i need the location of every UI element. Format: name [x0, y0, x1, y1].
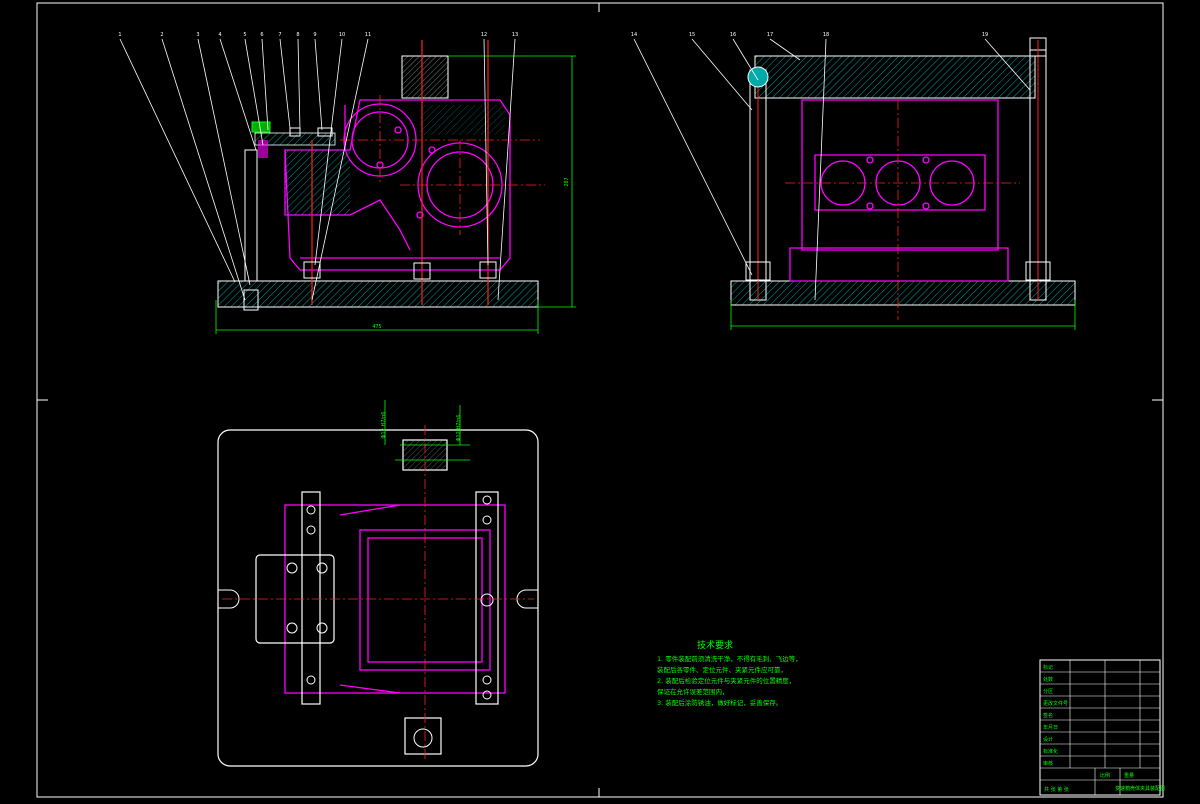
side-balloon-19: 19: [982, 32, 988, 38]
plan-dimensions: [384, 400, 470, 461]
front-balloon-1: 1: [118, 32, 121, 38]
front-leader-1: [119, 38, 236, 283]
side-balloon-16: 16: [730, 32, 736, 38]
front-leader-6: [261, 38, 269, 131]
right-u-slot: [516, 589, 538, 609]
front-width-dim: 475: [372, 324, 381, 330]
title-block-row-0: 标记: [1043, 664, 1053, 671]
plan-base-plate: [217, 429, 539, 767]
side-balloon-labels: 14 15 16 17 18 19: [631, 32, 988, 38]
side-balloon-18: 18: [823, 32, 829, 38]
front-height-dim: 287: [564, 177, 570, 186]
plan-bolts: [286, 495, 494, 748]
plan-fit-label-1: Φ12 H7/n6: [381, 412, 387, 439]
left-support: [244, 149, 258, 282]
front-balloon-4: 4: [218, 32, 221, 38]
front-leader-12: [483, 38, 489, 266]
plan-center-lines: [222, 425, 534, 760]
drawing-title: 变速箱壳体夹具装配图: [1115, 785, 1165, 792]
front-balloon-6: 6: [260, 32, 263, 38]
front-balloon-12: 12: [481, 32, 487, 38]
side-view: 14 15 16 17 18 19: [631, 32, 1076, 330]
side-dimensions: [730, 300, 1076, 330]
front-balloon-7: 7: [278, 32, 281, 38]
title-block-row-3: 更改文件号: [1043, 700, 1068, 707]
tech-req-line-2: 装配后各零件、定位元件、夹紧元件应可靠，: [657, 665, 787, 674]
side-leader-lines: [633, 38, 1031, 301]
plan-view: Φ12 H7/n6 Φ12 H7/n6: [217, 400, 539, 767]
tech-req-line-4: 保证在允许误差范围内，: [657, 687, 729, 696]
front-leader-9: [314, 38, 323, 131]
front-balloon-13: 13: [512, 32, 518, 38]
title-block-row-5: 年月日: [1043, 724, 1058, 731]
side-balloon-14: 14: [631, 32, 637, 38]
front-leader-2: [161, 38, 246, 301]
front-balloon-8: 8: [296, 32, 299, 38]
front-leader-11: [311, 38, 369, 301]
clamp-arm: [251, 121, 336, 158]
plan-clamp-bars: [255, 439, 499, 755]
title-block-sheet: 共 张 第 张: [1044, 786, 1069, 793]
title-block-row-4: 签名: [1043, 712, 1053, 719]
side-leader-16: [732, 38, 759, 81]
title-block-row-6: 设计: [1043, 736, 1053, 743]
front-dimensions: [215, 55, 576, 334]
title-block-row-1: 处数: [1043, 676, 1053, 683]
side-base-plate: [730, 280, 1076, 306]
side-balloon-15: 15: [689, 32, 695, 38]
front-leader-4: [219, 38, 257, 151]
front-balloon-10: 10: [339, 32, 345, 38]
side-leader-19: [984, 38, 1031, 91]
plan-fit-label-2: Φ12 H7/n6: [456, 415, 462, 442]
front-leader-8: [297, 38, 301, 131]
title-block-row-2: 分区: [1043, 688, 1053, 695]
side-top-bar: [754, 55, 1036, 99]
title-block-weight: 重量: [1124, 772, 1134, 779]
front-nuts: [243, 261, 497, 311]
drawing-frame: [36, 2, 1164, 798]
front-balloon-3: 3: [196, 32, 199, 38]
front-leader-13: [497, 38, 516, 301]
side-leader-18: [814, 38, 827, 301]
title-block-scale: 比例: [1100, 772, 1110, 779]
front-leader-5: [244, 38, 264, 146]
side-housing: [789, 99, 1009, 282]
title-block-row-7: 标准化: [1043, 748, 1058, 755]
side-leader-14: [633, 38, 753, 276]
base-plate: [217, 280, 539, 308]
front-leader-3: [197, 38, 251, 286]
tech-req-line-5: 3. 装配后涂防锈油，做好标记，妥善保存。: [657, 698, 782, 707]
front-balloon-5: 5: [243, 32, 246, 38]
clamp-top-block: [401, 55, 449, 99]
left-u-slot: [218, 589, 240, 609]
side-center-lines: [785, 100, 1020, 320]
technical-requirements: 技术要求 1. 零件装配前须清洗干净，不得有毛刺、飞边等， 装配后各零件、定位元…: [657, 639, 802, 707]
tech-req-title: 技术要求: [697, 639, 733, 651]
front-balloon-9: 9: [313, 32, 316, 38]
front-leader-10: [314, 38, 343, 266]
housing-wall-section: [285, 150, 350, 215]
front-balloon-11: 11: [365, 32, 371, 38]
front-balloon-2: 2: [160, 32, 163, 38]
title-block-row-8: 审核: [1043, 760, 1053, 767]
tech-req-line-3: 2. 装配后检验定位元件与夹紧元件的位置精度，: [657, 676, 795, 685]
side-leader-17: [769, 38, 801, 61]
front-leader-7: [279, 38, 291, 129]
front-leader-lines: [119, 38, 516, 301]
front-center-lines: [340, 95, 545, 235]
housing-hatch: [420, 105, 505, 135]
side-leader-15: [691, 38, 753, 111]
tech-req-line-1: 1. 零件装配前须清洗干净，不得有毛刺、飞边等，: [657, 654, 802, 663]
side-balloon-17: 17: [767, 32, 773, 38]
